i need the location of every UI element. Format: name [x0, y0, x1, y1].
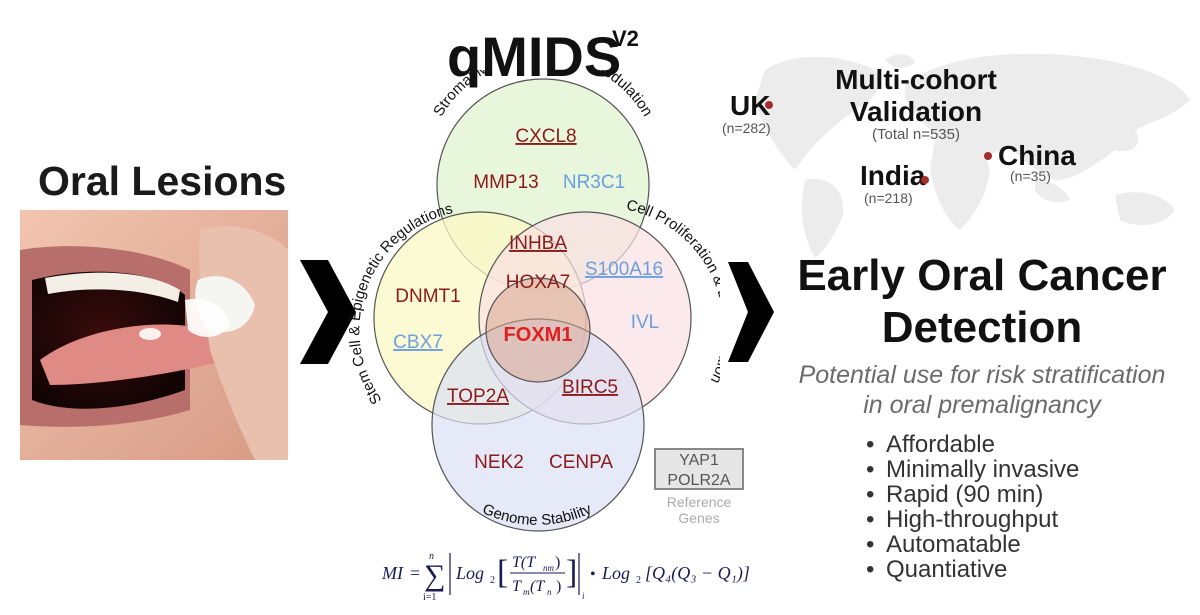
right-arrow-icon-right [728, 262, 774, 362]
svg-text:Log: Log [601, 563, 630, 583]
reference-genes-label: Reference Genes [666, 494, 732, 526]
svg-text:): ) [555, 554, 560, 571]
qmids-version: V2 [612, 26, 639, 51]
svg-text:T: T [512, 578, 522, 595]
gene-birc5: BIRC5 [562, 377, 618, 398]
svg-text:n: n [547, 587, 552, 597]
map-dot-india [921, 176, 929, 184]
benefit-item: •Minimally invasive [866, 456, 1080, 483]
ref-gene-yap1: YAP1 [679, 452, 719, 469]
venn-diagram: Stromal Matrix & Immune Modulation Stem … [346, 70, 720, 532]
benefit-item: •High-throughput [866, 506, 1059, 533]
benefit-item: •Rapid (90 min) [866, 481, 1044, 508]
svg-text:m: m [523, 587, 530, 597]
svg-text:[: [ [497, 554, 508, 591]
gene-cbx7: CBX7 [393, 332, 443, 353]
potential-use-text: Potential use for risk stratification in… [798, 361, 1166, 419]
label-uk-n: (n=282) [722, 120, 771, 136]
svg-text:]: ] [566, 554, 577, 591]
svg-text:=: = [410, 563, 420, 583]
svg-text:MI: MI [381, 563, 404, 583]
gene-top2a: TOP2A [447, 386, 509, 407]
benefit-item: •Quantiative [866, 556, 1008, 583]
svg-text:nm: nm [543, 563, 555, 573]
right-arrow-icon-left [300, 260, 356, 364]
gene-inhba: INHBA [509, 233, 567, 254]
qmids-title: qMIDS [447, 25, 622, 88]
ref-gene-polr2a: POLR2A [667, 472, 731, 489]
svg-text:Log: Log [455, 563, 484, 583]
label-uk: UK [730, 90, 771, 121]
mi-formula: MI = ∑ n i=1 Log 2 [ T(T nm ) T m (T n )… [381, 551, 750, 603]
gene-dnmt1: DNMT1 [395, 286, 460, 307]
svg-text:(T: (T [530, 578, 545, 595]
oral-lesion-photo [20, 210, 288, 460]
svg-text:2: 2 [490, 575, 495, 586]
label-china: China [998, 140, 1076, 171]
label-india: India [860, 160, 926, 191]
reference-genes-box: YAP1 POLR2A [654, 448, 744, 490]
benefit-item: •Automatable [866, 531, 1021, 558]
map-dot-china [984, 152, 992, 160]
world-map [755, 53, 1190, 258]
svg-text:i=1: i=1 [423, 592, 436, 603]
cohort-total: (Total n=535) [872, 126, 960, 143]
venn-core [485, 277, 591, 383]
benefit-item: •Affordable [866, 431, 995, 458]
map-dot-uk [765, 101, 773, 109]
svg-text:2: 2 [636, 575, 641, 586]
gene-foxm1: FOXM1 [504, 324, 573, 346]
gene-cenpa: CENPA [549, 452, 613, 473]
gene-s100a16: S100A16 [585, 259, 663, 280]
svg-text:i: i [582, 591, 585, 601]
svg-text:•: • [590, 566, 596, 583]
oral-lesions-title: Oral Lesions [38, 158, 287, 204]
gene-hoxa7: HOXA7 [506, 272, 570, 293]
gene-mmp13: MMP13 [473, 172, 538, 193]
svg-text:∑: ∑ [424, 559, 445, 592]
gene-nek2: NEK2 [474, 452, 524, 473]
cohort-title: Multi-cohort Validation [835, 64, 997, 127]
early-detection-title: Early Oral Cancer Detection [797, 251, 1167, 352]
svg-text:[Q₄(Q₃ − Q₁)]: [Q₄(Q₃ − Q₁)] [645, 563, 750, 584]
label-china-n: (n=35) [1010, 168, 1051, 184]
svg-text:): ) [556, 578, 561, 595]
gene-nr3c1: NR3C1 [563, 172, 625, 193]
svg-text:n: n [429, 551, 434, 562]
svg-text:T(T: T(T [512, 554, 536, 571]
benefits-list: •Affordable •Minimally invasive •Rapid (… [866, 432, 1079, 582]
gene-cxcl8: CXCL8 [515, 126, 576, 147]
gene-ivl: IVL [631, 312, 660, 333]
label-india-n: (n=218) [864, 190, 913, 206]
